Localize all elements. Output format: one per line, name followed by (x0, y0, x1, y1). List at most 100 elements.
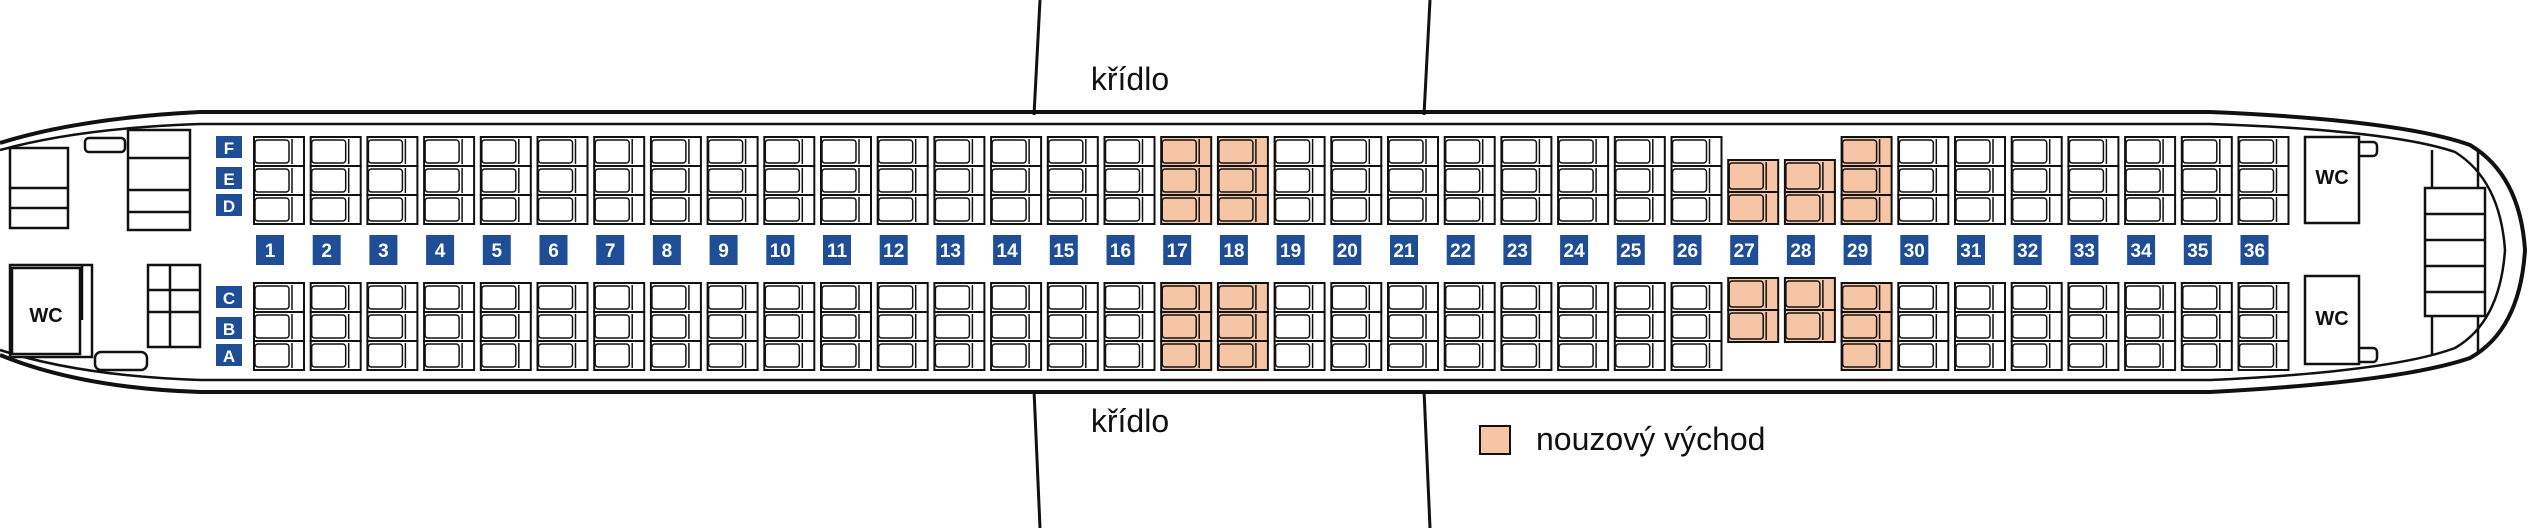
seat-icon[interactable] (2067, 165, 2120, 196)
seat-icon[interactable] (876, 311, 929, 342)
seat-icon[interactable] (1783, 191, 1836, 225)
seat-icon[interactable] (1613, 165, 1666, 196)
seat-icon[interactable] (423, 136, 476, 167)
seat-icon[interactable] (2180, 282, 2233, 313)
seat-icon[interactable] (536, 340, 589, 371)
seat-icon[interactable] (253, 282, 305, 313)
seat-icon[interactable] (1840, 340, 1893, 371)
seat-icon[interactable] (1103, 282, 1156, 313)
seat-icon[interactable] (1840, 165, 1893, 196)
seat-icon[interactable] (479, 311, 532, 342)
seat-icon[interactable] (1897, 311, 1950, 342)
seat-icon[interactable] (593, 340, 646, 371)
seat-icon[interactable] (2124, 282, 2177, 313)
seat-icon[interactable] (366, 282, 419, 313)
seat-icon[interactable] (763, 340, 816, 371)
seat-icon[interactable] (1557, 136, 1610, 167)
seat-icon[interactable] (1670, 340, 1723, 371)
seat-icon[interactable] (309, 194, 362, 225)
seat-icon[interactable] (820, 194, 872, 225)
seat-icon[interactable] (1103, 165, 1156, 196)
seat-icon[interactable] (1670, 194, 1723, 225)
seat-icon[interactable] (593, 282, 646, 313)
seat-icon[interactable] (1443, 165, 1496, 196)
seat-icon[interactable] (253, 311, 305, 342)
seat-icon[interactable] (820, 340, 872, 371)
seat-icon[interactable] (1897, 136, 1950, 167)
seat-icon[interactable] (1727, 191, 1780, 225)
seat-icon[interactable] (1330, 136, 1383, 167)
seat-icon[interactable] (876, 136, 929, 167)
seat-icon[interactable] (593, 194, 646, 225)
seat-icon[interactable] (253, 340, 305, 371)
seat-icon[interactable] (1330, 165, 1383, 196)
seat-icon[interactable] (423, 340, 476, 371)
seat-icon[interactable] (1557, 165, 1610, 196)
seat-icon[interactable] (309, 282, 362, 313)
seat-icon[interactable] (990, 282, 1043, 313)
seat-icon[interactable] (423, 194, 476, 225)
seat-icon[interactable] (649, 311, 702, 342)
seat-icon[interactable] (1443, 340, 1496, 371)
seat-icon[interactable] (990, 311, 1043, 342)
seat-icon[interactable] (536, 165, 589, 196)
seat-icon[interactable] (1443, 194, 1496, 225)
seat-icon[interactable] (763, 165, 816, 196)
seat-icon[interactable] (593, 311, 646, 342)
seat-icon[interactable] (1330, 311, 1383, 342)
seat-icon[interactable] (1954, 136, 2006, 167)
seat-icon[interactable] (1216, 136, 1269, 167)
seat-icon[interactable] (1160, 194, 1213, 225)
seat-icon[interactable] (820, 311, 872, 342)
seat-icon[interactable] (933, 136, 986, 167)
seat-icon[interactable] (536, 311, 589, 342)
seat-icon[interactable] (309, 165, 362, 196)
seat-icon[interactable] (2010, 194, 2063, 225)
seat-icon[interactable] (2010, 311, 2063, 342)
seat-icon[interactable] (2237, 194, 2290, 225)
seat-icon[interactable] (706, 136, 759, 167)
seat-icon[interactable] (763, 136, 816, 167)
seat-icon[interactable] (990, 340, 1043, 371)
seat-icon[interactable] (1046, 136, 1099, 167)
seat-icon[interactable] (1954, 282, 2006, 313)
seat-icon[interactable] (2010, 165, 2063, 196)
seat-icon[interactable] (1613, 194, 1666, 225)
seat-icon[interactable] (2237, 311, 2290, 342)
seat-icon[interactable] (1783, 309, 1836, 343)
seat-icon[interactable] (1046, 165, 1099, 196)
seat-icon[interactable] (1897, 340, 1950, 371)
seat-icon[interactable] (253, 194, 305, 225)
seat-icon[interactable] (933, 311, 986, 342)
seat-icon[interactable] (1897, 194, 1950, 225)
seat-icon[interactable] (593, 136, 646, 167)
seat-icon[interactable] (1500, 194, 1553, 225)
seat-icon[interactable] (309, 340, 362, 371)
seat-icon[interactable] (1216, 282, 1269, 313)
seat-icon[interactable] (1727, 309, 1780, 343)
seat-icon[interactable] (1330, 340, 1383, 371)
seat-icon[interactable] (763, 194, 816, 225)
seat-icon[interactable] (1103, 136, 1156, 167)
seat-icon[interactable] (876, 340, 929, 371)
seat-icon[interactable] (1443, 136, 1496, 167)
seat-icon[interactable] (1443, 282, 1496, 313)
seat-icon[interactable] (2067, 282, 2120, 313)
seat-icon[interactable] (933, 340, 986, 371)
seat-icon[interactable] (1840, 311, 1893, 342)
seat-icon[interactable] (1670, 282, 1723, 313)
seat-icon[interactable] (933, 282, 986, 313)
seat-icon[interactable] (1954, 194, 2006, 225)
seat-icon[interactable] (2067, 340, 2120, 371)
seat-icon[interactable] (1897, 282, 1950, 313)
seat-icon[interactable] (253, 165, 305, 196)
seat-icon[interactable] (1046, 282, 1099, 313)
seat-icon[interactable] (1613, 340, 1666, 371)
seat-icon[interactable] (1160, 136, 1213, 167)
seat-icon[interactable] (2067, 136, 2120, 167)
seat-icon[interactable] (990, 165, 1043, 196)
seat-icon[interactable] (1500, 282, 1553, 313)
seat-icon[interactable] (1387, 311, 1439, 342)
seat-icon[interactable] (2237, 340, 2290, 371)
seat-icon[interactable] (763, 282, 816, 313)
